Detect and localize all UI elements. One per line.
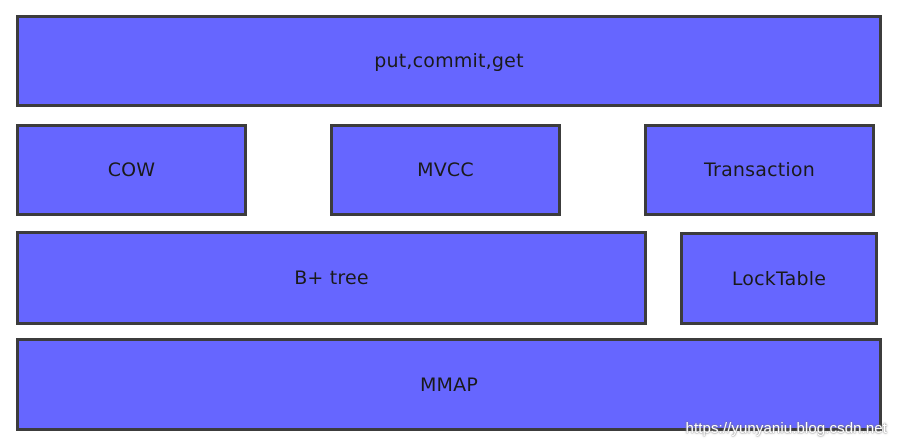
transaction-label: Transaction bbox=[704, 159, 815, 181]
cow-block: COW bbox=[16, 124, 247, 216]
btree-label: B+ tree bbox=[294, 267, 369, 289]
locktable-block: LockTable bbox=[680, 232, 878, 325]
mvcc-label: MVCC bbox=[417, 159, 474, 181]
api-layer-label: put,commit,get bbox=[374, 50, 524, 72]
mmap-label: MMAP bbox=[419, 373, 479, 396]
watermark-text: https://yunyaniu.blog.csdn.net bbox=[685, 420, 887, 437]
btree-block: B+ tree bbox=[16, 231, 647, 325]
api-layer-block: put,commit,get bbox=[16, 15, 882, 107]
cow-label: COW bbox=[107, 159, 156, 181]
transaction-block: Transaction bbox=[644, 124, 875, 216]
mmap-block: MMAP bbox=[16, 338, 882, 431]
locktable-label: LockTable bbox=[731, 267, 827, 290]
mvcc-block: MVCC bbox=[330, 124, 561, 216]
